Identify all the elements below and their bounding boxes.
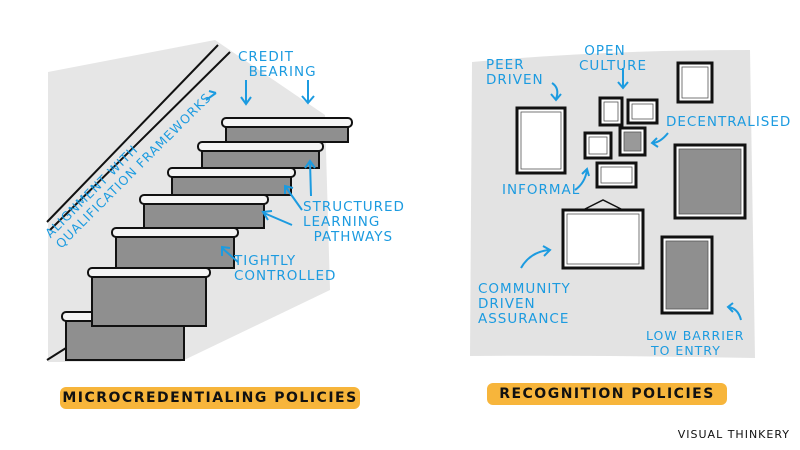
handrail	[46, 44, 219, 223]
picture-frame	[595, 161, 638, 189]
label-low-barrier: LOW BARRIER TO ENTRY	[646, 328, 745, 358]
picture-frame	[673, 143, 747, 220]
stair-step	[139, 194, 269, 229]
picture-frame	[626, 98, 659, 125]
label-credit-bearing: CREDIT BEARING	[238, 49, 317, 80]
label-tightly-controlled: TIGHTLY CONTROLLED	[234, 253, 337, 284]
picture-frames	[515, 61, 747, 315]
stair-step	[197, 141, 324, 169]
picture-frame	[618, 126, 647, 157]
floor-line	[46, 347, 67, 361]
stair-step	[87, 267, 211, 327]
left-arrows	[205, 80, 316, 263]
label-decentralised: DECENTRALISED	[666, 114, 792, 130]
picture-frame	[561, 208, 645, 270]
picture-frame	[676, 61, 714, 104]
label-community-driven-assurance: COMMUNITY DRIVEN ASSURANCE	[478, 281, 571, 327]
stair-step	[167, 167, 296, 196]
label-peer-driven: PEER DRIVEN	[486, 57, 544, 88]
right-arrows	[520, 68, 742, 321]
handrail-line	[49, 51, 231, 231]
recognition-banner: RECOGNITION POLICIES	[487, 383, 727, 405]
picture-frame	[660, 235, 714, 315]
label-informal: INFORMAL	[502, 182, 581, 198]
visual-thinkery-credit: VISUAL THINKERY	[677, 428, 790, 441]
stair-step	[111, 227, 239, 269]
picture-frame	[598, 96, 624, 127]
picture-frame	[583, 131, 613, 160]
label-open-culture: OPEN CULTURE	[579, 43, 648, 74]
stair-step	[221, 117, 353, 143]
picture-frame	[515, 106, 567, 175]
staircase	[61, 117, 353, 361]
hanging-string	[582, 199, 624, 211]
microcredentialing-banner: MICROCREDENTIALING POLICIES	[60, 387, 360, 409]
label-structured-pathways: STRUCTURED LEARNING PATHWAYS	[303, 199, 405, 245]
